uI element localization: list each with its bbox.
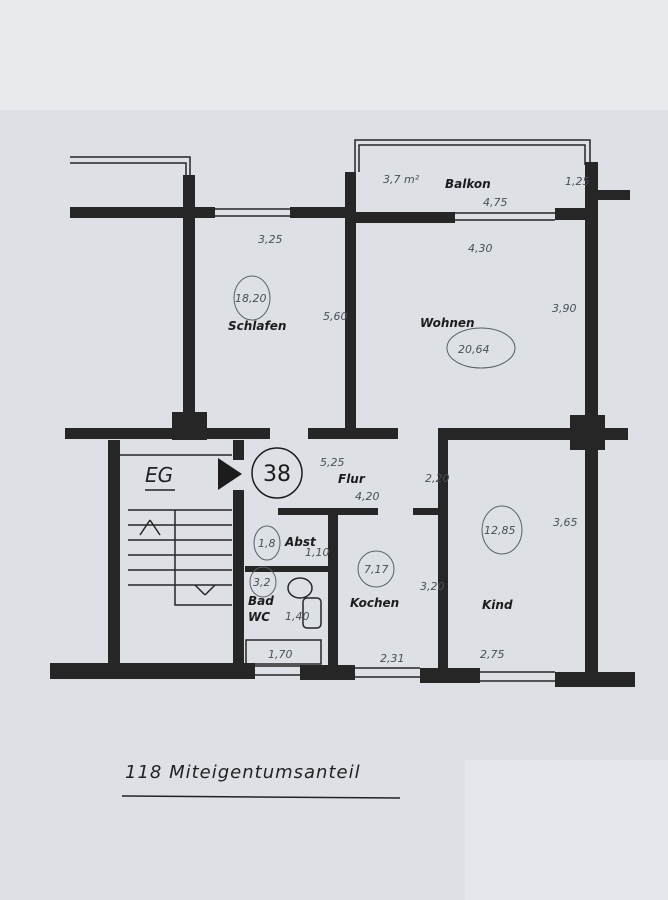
area-circle	[249, 566, 277, 598]
schlafen-dim: 3,25	[258, 233, 283, 246]
area-circle	[357, 550, 395, 588]
bad-dim: 1,70	[268, 648, 293, 661]
kochen-area: 7,17	[364, 563, 389, 576]
flur-dim: 2,20	[425, 472, 450, 485]
wc-label: WC	[248, 610, 270, 624]
kochen-dim: 3,20	[420, 580, 445, 593]
area-circle	[253, 525, 281, 561]
kind-area: 12,85	[484, 524, 516, 537]
bad-area: 3,2	[253, 576, 271, 589]
schlafen-dim: 5,60	[323, 310, 348, 323]
wohnen-area: 20,64	[458, 343, 490, 356]
floor-label: EG	[145, 463, 173, 487]
flur-dim: 4,20	[355, 490, 380, 503]
flur-area: 5,25	[320, 456, 345, 469]
balkon-label: Balkon	[445, 177, 491, 191]
schlafen-label: Schlafen	[228, 319, 286, 333]
caption: 118 Miteigentumsanteil	[125, 762, 361, 783]
kochen-label: Kochen	[350, 596, 399, 610]
paper-corner	[465, 760, 668, 900]
area-circle	[446, 327, 516, 369]
wohnen-dim: 3,90	[552, 302, 577, 315]
balkon-dim: 4,75	[483, 196, 508, 209]
entrance-arrow-icon	[218, 458, 242, 490]
kind-label: Kind	[482, 598, 513, 612]
schlafen-area: 18,20	[235, 292, 267, 305]
wohnen-dim: 4,30	[468, 242, 493, 255]
balkon-area: 3,7 m²	[383, 173, 420, 186]
wohnen-label: Wohnen	[420, 316, 475, 330]
abst-label: Abst	[284, 535, 317, 549]
abst-dim: 1,10	[305, 546, 330, 559]
caption-underline	[121, 795, 401, 799]
unit-number: 38	[263, 462, 291, 487]
background-top	[0, 0, 668, 110]
thin-lines	[70, 139, 591, 682]
kochen-dim: 2,31	[380, 652, 405, 665]
walls	[50, 162, 635, 687]
unit-number-circle	[251, 447, 303, 499]
kind-dim: 3,65	[553, 516, 578, 529]
abst-area: 1,8	[258, 537, 276, 550]
kind-dim: 2,75	[480, 648, 505, 661]
bad-dim: 1,40	[285, 610, 310, 623]
flur-label: Flur	[338, 472, 366, 486]
handwritten-annotations: 3,7 m² 4,75 1,25 3,25 5,60 18,20 4,30 3,…	[233, 173, 590, 665]
balkon-dim: 1,25	[565, 175, 590, 188]
area-circle	[233, 275, 271, 321]
area-circle	[481, 505, 523, 555]
bad-label: Bad	[248, 594, 274, 608]
